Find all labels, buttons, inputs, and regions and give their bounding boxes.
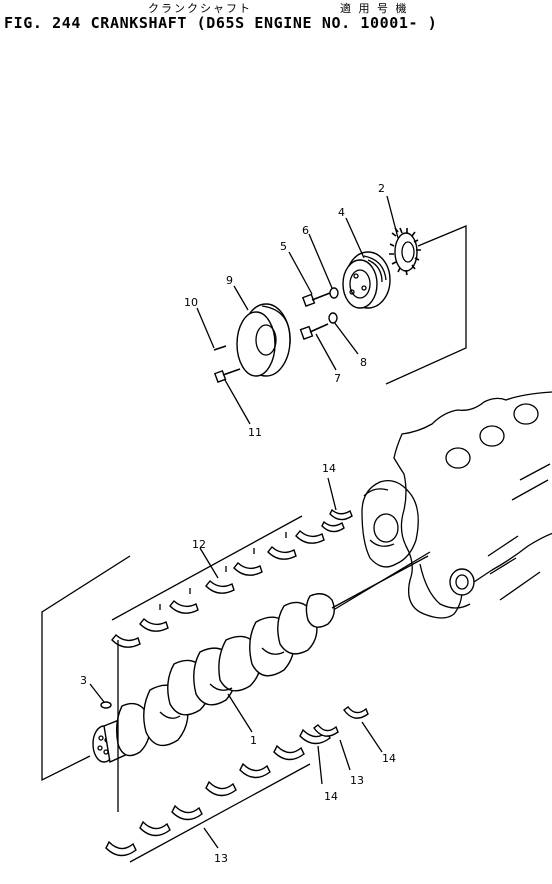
callout-14-bottom: 14 (324, 790, 338, 803)
callout-13-right: 13 (350, 774, 364, 787)
dowel-pin (213, 345, 227, 351)
callout-5: 5 (280, 240, 287, 253)
callout-6: 6 (302, 224, 309, 237)
callout-8: 8 (360, 356, 367, 369)
callout-13-lower: 13 (214, 852, 228, 865)
lower-thrust-washers (313, 706, 369, 737)
washer-6 (329, 287, 339, 299)
lower-main-bearings (105, 728, 331, 863)
figure-title: FIG. 244 CRANKSHAFT (D65S ENGINE NO. 100… (4, 14, 438, 32)
callout-10: 10 (184, 296, 198, 309)
upper-main-bearings (111, 515, 325, 812)
washer-8 (328, 312, 338, 324)
bolt-5 (301, 292, 331, 307)
japanese-part-name: クランクシャフト (148, 2, 252, 15)
callout-2: 2 (378, 182, 385, 195)
crankshaft-key (100, 701, 112, 709)
callout-3: 3 (80, 674, 87, 687)
damper-bolt (213, 368, 241, 383)
callout-14-right: 14 (382, 752, 396, 765)
japanese-applicability: 適 用 号 機 (340, 2, 409, 15)
crank-pulley (342, 251, 391, 309)
crank-gear (389, 227, 421, 276)
callout-4: 4 (338, 206, 345, 219)
callout-12: 12 (192, 538, 206, 551)
callout-1: 1 (250, 734, 257, 747)
upper-group-frame (385, 225, 467, 385)
upper-callout-leaders (196, 195, 399, 425)
callout-9: 9 (226, 274, 233, 287)
callout-labels: 1 2 3 4 5 6 7 8 9 10 11 12 13 13 13 14 1… (80, 182, 396, 865)
cylinder-block-outline (361, 391, 552, 619)
upper-thrust-washers (321, 508, 353, 533)
vibration-damper (236, 303, 291, 377)
lower-callout-leaders (89, 477, 383, 849)
callout-11: 11 (248, 426, 262, 439)
bolt-7 (299, 323, 329, 340)
callout-14-top: 14 (322, 462, 336, 475)
crankshaft (92, 555, 429, 764)
callout-7: 7 (334, 372, 341, 385)
